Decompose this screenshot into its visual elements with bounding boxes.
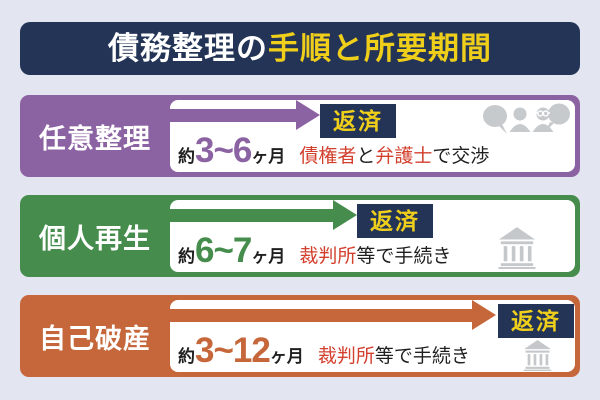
duration-prefix: 約	[178, 247, 195, 266]
timeline-arrow-head	[333, 200, 357, 230]
courthouse-icon	[523, 340, 552, 371]
description-text: 等で手続き	[356, 246, 452, 267]
timeline-arrow-shaft	[170, 309, 472, 322]
timeline-arrow-head	[472, 300, 496, 330]
duration-range: 3~6	[195, 131, 252, 170]
row-label: 自己破産	[39, 323, 151, 354]
title-prefix: 債務整理の	[108, 31, 268, 66]
description-keyword: 裁判所	[299, 246, 357, 267]
row-description: 裁判所等で手続き	[299, 247, 451, 266]
row-description: 債権者と弁護士で交渉	[299, 147, 489, 166]
timeline-arrow-head	[296, 100, 320, 130]
courthouse-icon	[498, 227, 536, 269]
duration-prefix: 約	[178, 147, 195, 166]
duration-unit: ヶ月	[251, 147, 286, 166]
duration-range: 6~7	[195, 231, 252, 270]
timeline-arrow-shaft	[170, 209, 333, 222]
row-description: 裁判所等で手続き	[318, 347, 470, 366]
timeline-arrow-shaft	[170, 109, 296, 122]
description-text: で交渉	[432, 146, 490, 167]
description-keyword: 弁護士	[375, 146, 433, 167]
description-keyword: 裁判所	[317, 346, 375, 367]
repayment-badge: 返済	[498, 304, 574, 338]
repayment-badge: 返済	[357, 204, 433, 238]
duration-prefix: 約	[178, 347, 195, 366]
negotiation-people-icon	[483, 103, 570, 134]
description-text: 等で手続き	[374, 346, 470, 367]
description-text: と	[356, 146, 376, 167]
title-highlight: 手順と所要期間	[268, 31, 492, 66]
row-label: 個人再生	[39, 223, 151, 254]
repayment-badge: 返済	[320, 104, 396, 138]
duration-unit: ヶ月	[269, 347, 304, 366]
duration-unit: ヶ月	[251, 247, 286, 266]
page-title: 債務整理の手順と所要期間	[20, 22, 580, 75]
description-keyword: 債権者	[299, 146, 357, 167]
duration-range: 3~12	[195, 331, 271, 370]
row-label: 任意整理	[39, 123, 151, 154]
page-title-text: 債務整理の手順と所要期間	[108, 33, 492, 64]
